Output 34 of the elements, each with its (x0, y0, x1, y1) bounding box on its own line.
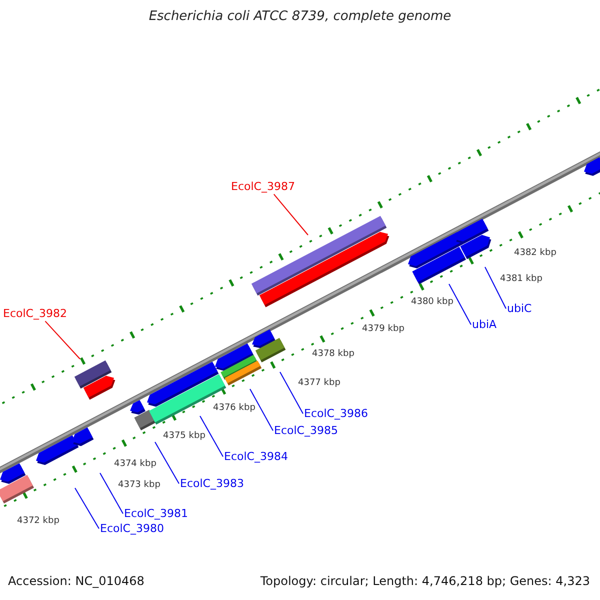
scale-label: 4382 kbp (514, 248, 556, 259)
gene-label: EcolC_3985 (274, 424, 338, 438)
leader-line (280, 372, 304, 414)
leader-line (273, 194, 308, 236)
scale-label: 4376 kbp (213, 403, 256, 414)
gene-label: EcolC_3986 (304, 407, 368, 420)
scale-label: 4379 kbp (362, 324, 404, 335)
scale-label: 4377 kbp (298, 378, 340, 389)
leader-line (484, 266, 506, 310)
scale-label: 4372 kbp (17, 516, 60, 527)
gene-label: ubiC (507, 302, 532, 316)
gene-label: EcolC_3981 (124, 507, 188, 520)
gene-label: EcolC_3980 (100, 522, 164, 536)
leader-line (154, 442, 180, 484)
leader-line (448, 284, 472, 326)
title: Escherichia coli ATCC 8739, complete genome (148, 9, 452, 25)
scale-label: 4373 kbp (118, 480, 160, 491)
accession-text: Accession: NC_010468 (8, 574, 144, 588)
leader-line (74, 488, 100, 530)
leader-line (250, 388, 274, 432)
leader-line (200, 416, 224, 458)
gene-label: EcolC_3984 (224, 450, 288, 464)
leader-line (100, 472, 124, 514)
scale-label: 4378 kbp (312, 349, 354, 360)
gene-label: EcolC_3987 (231, 180, 295, 194)
summary-text: Topology: circular; Length: 4,746,218 bp; Genes: 4,323 (260, 574, 590, 588)
scale-label: 4374 kbp (114, 459, 156, 470)
gene-label: EcolC_3982 (3, 307, 67, 320)
gene-label: ubiA (472, 318, 497, 332)
scale-label: 4380 kbp (411, 297, 454, 308)
scale-label: 4375 kbp (163, 431, 206, 442)
gene-label: EcolC_3983 (180, 477, 244, 490)
leader-line (44, 320, 80, 360)
scale-label: 4381 kbp (500, 274, 542, 285)
